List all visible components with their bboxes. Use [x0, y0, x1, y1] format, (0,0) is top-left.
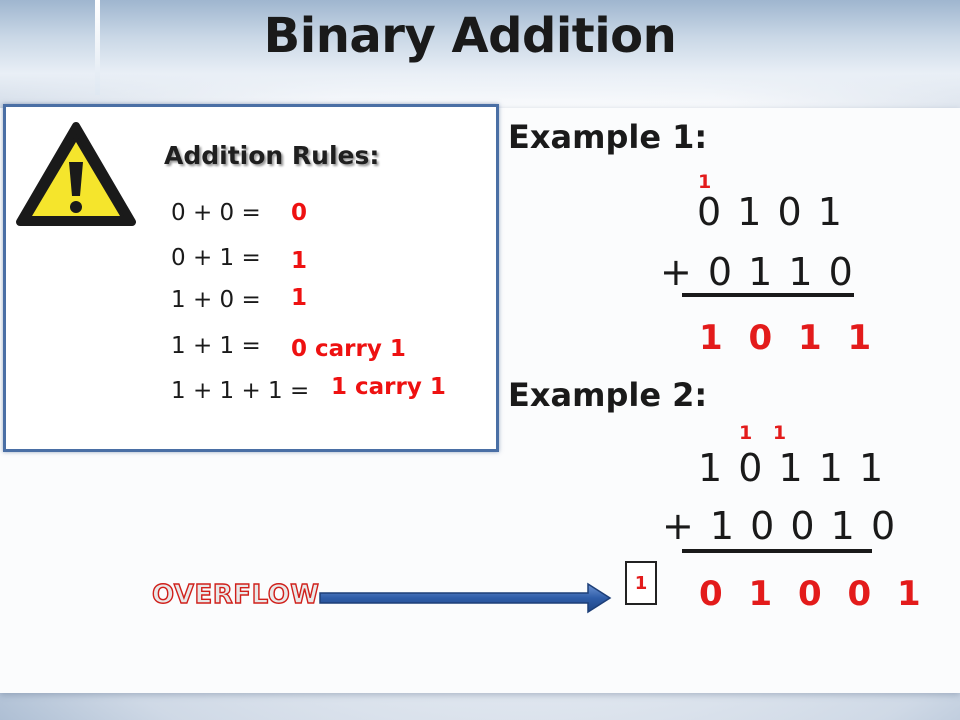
- overflow-digit-box: 1: [625, 561, 657, 605]
- rule-result: 1: [291, 285, 308, 311]
- example-2-operand-2: + 1 0 0 1 0: [662, 504, 896, 548]
- example-1-sum-line: [682, 293, 854, 297]
- rule-equation: 1 + 1 =: [171, 333, 261, 359]
- example-1-carry: 1: [698, 171, 712, 193]
- rule-result: 0 carry 1: [291, 336, 406, 362]
- example-1-operand-1: 0 1 0 1: [697, 190, 842, 234]
- rule-equation: 0 + 1 =: [171, 245, 261, 271]
- arrow-right-icon: [319, 582, 612, 614]
- rules-heading: Addition Rules:: [164, 141, 380, 170]
- example-1-heading: Example 1:: [508, 118, 708, 156]
- rule-equation: 0 + 0 =: [171, 200, 261, 226]
- example-1-result: 1 0 1 1: [699, 318, 872, 358]
- header-band: [0, 0, 960, 105]
- example-2-carry: 1 1: [739, 422, 787, 444]
- example-2-operand-1: 1 0 1 1 1: [698, 446, 884, 490]
- warning-icon: [16, 122, 136, 226]
- rule-result: 1 carry 1: [331, 374, 446, 400]
- overflow-label: OVERFLOW: [151, 579, 320, 610]
- page-title: Binary Addition: [263, 8, 677, 64]
- example-2-result: 0 1 0 0 1: [699, 574, 921, 614]
- example-2-heading: Example 2:: [508, 376, 708, 414]
- rule-result: 0: [291, 200, 308, 226]
- example-2-sum-line: [682, 549, 872, 553]
- example-1-operand-2: + 0 1 1 0: [660, 250, 853, 294]
- rule-equation: 1 + 1 + 1 =: [171, 378, 310, 404]
- rule-result: 1: [291, 248, 308, 274]
- rule-equation: 1 + 0 =: [171, 287, 261, 313]
